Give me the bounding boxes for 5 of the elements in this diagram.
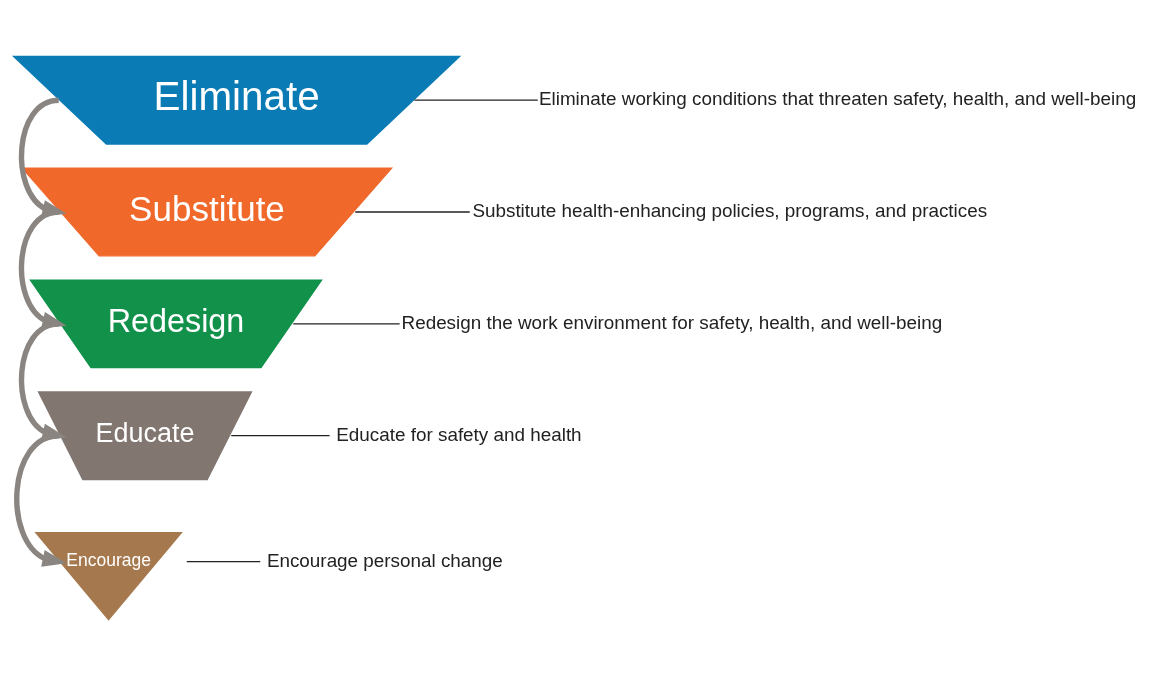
- node-text: Encourage personal change: [266, 549, 503, 571]
- node-text: Redesign the work environment for safety, health, and well-being: [401, 311, 943, 333]
- node-text: Eliminate working conditions that threaten safety, health, and well-being: [538, 88, 1137, 110]
- node-text: Substitute health-enhancing policies, programs, and practices: [472, 200, 988, 221]
- node-text: Educate for safety and health: [336, 423, 582, 445]
